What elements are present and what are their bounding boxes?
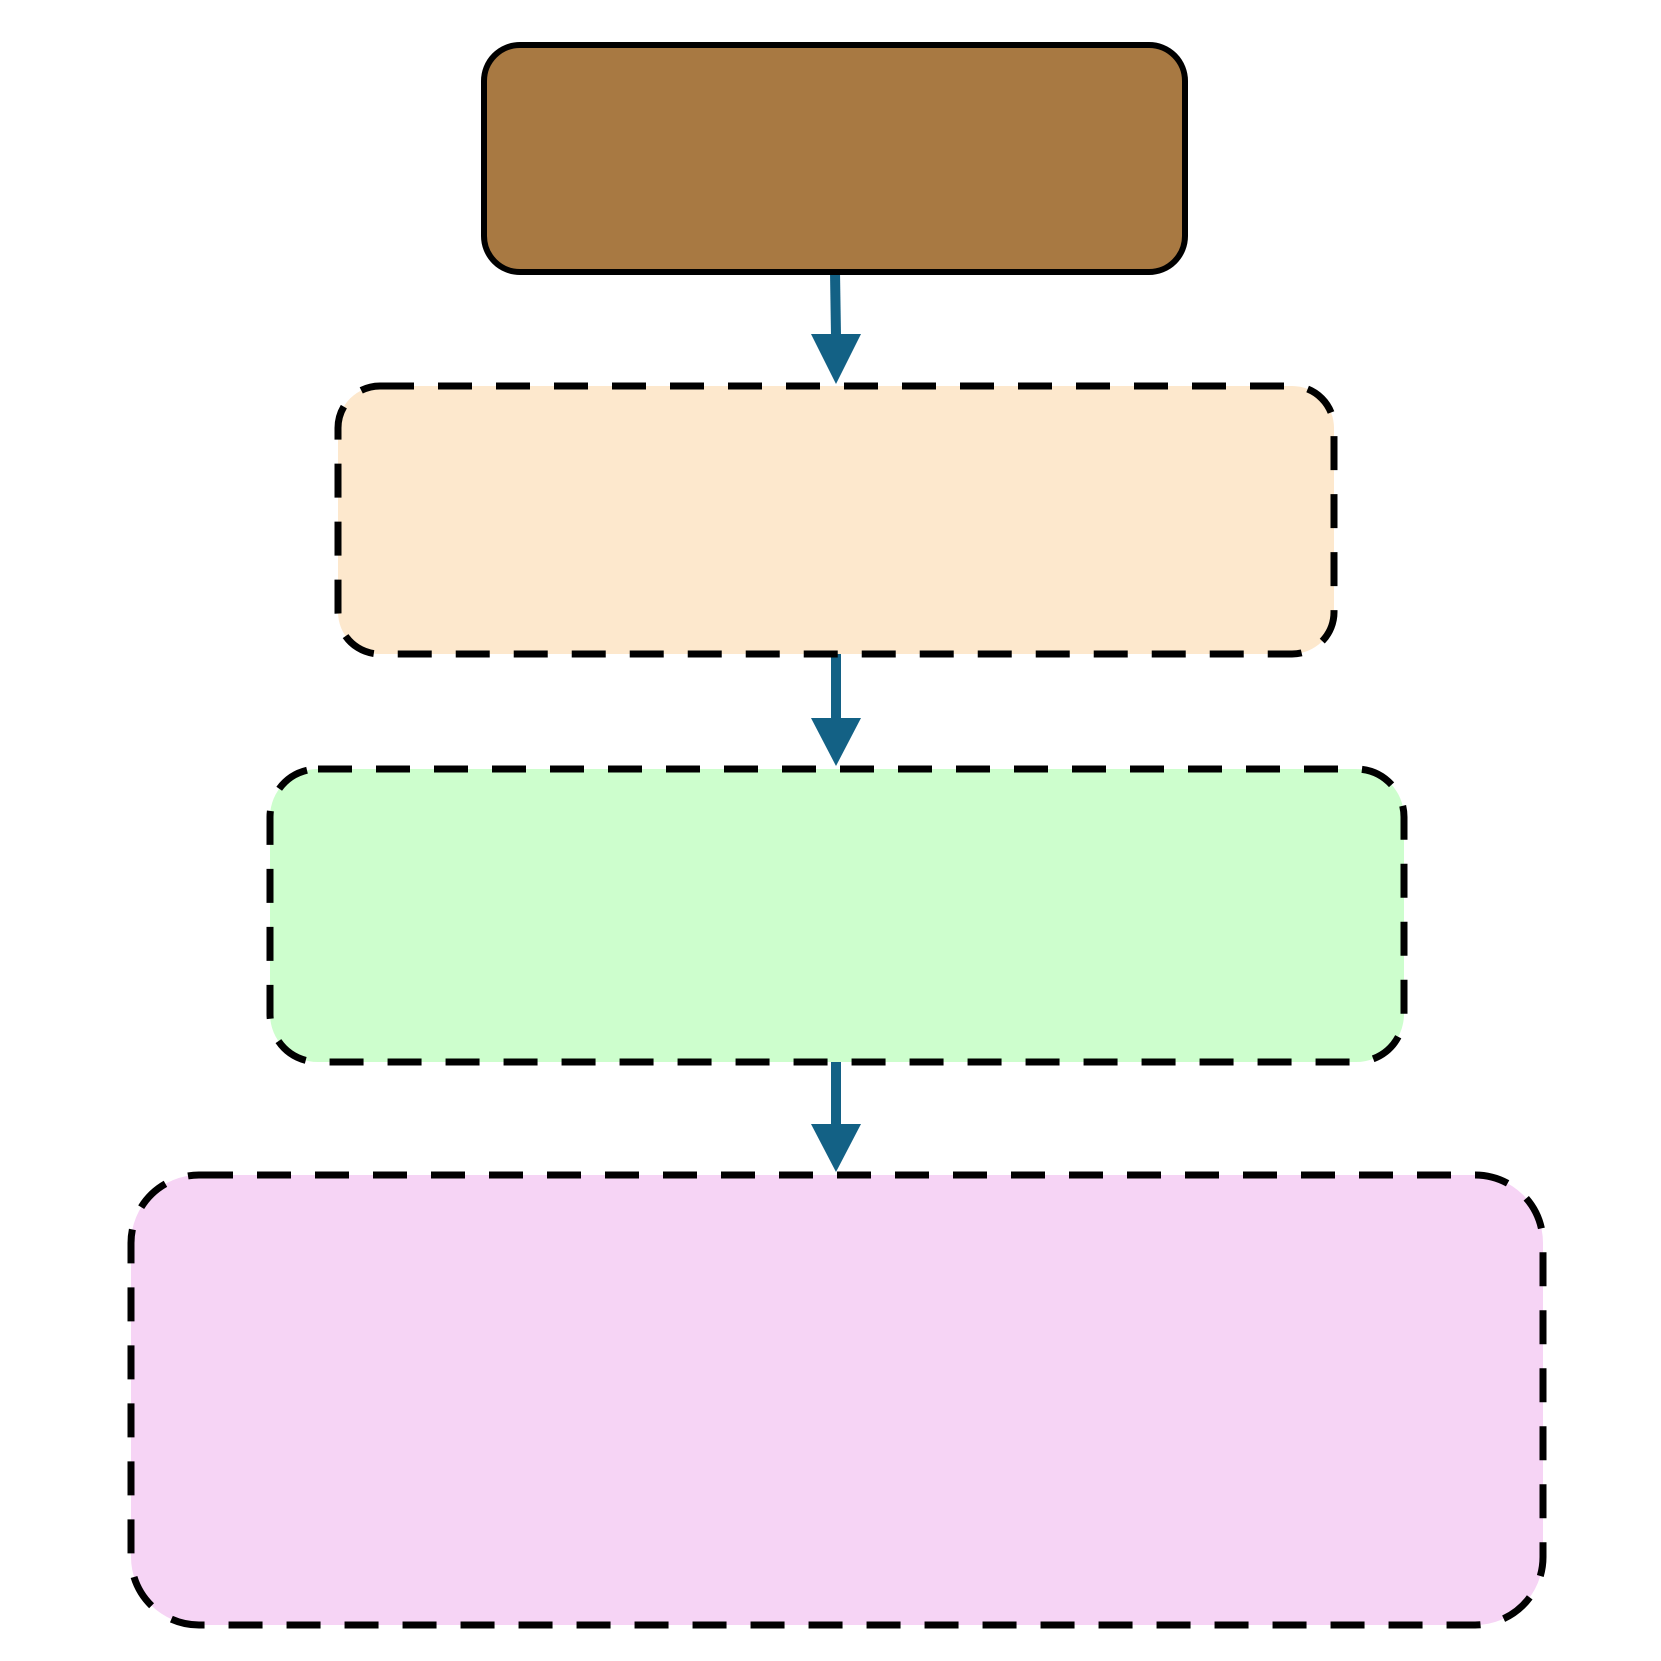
edge-arrowhead xyxy=(811,718,861,766)
node-2[interactable] xyxy=(334,382,1338,658)
node-4-box xyxy=(127,1171,1547,1629)
edge-arrowhead xyxy=(811,334,861,384)
node-3[interactable] xyxy=(266,765,1408,1066)
edge-line xyxy=(830,271,841,337)
node-4[interactable] xyxy=(127,1171,1547,1629)
edge-node-3-to-node-4 xyxy=(811,1062,861,1172)
node-1-box xyxy=(481,42,1188,275)
node-1[interactable] xyxy=(481,42,1188,275)
edge-node-1-to-node-2 xyxy=(811,271,861,384)
node-3-box xyxy=(266,765,1408,1066)
node-2-box xyxy=(334,382,1338,658)
edge-node-2-to-node-3 xyxy=(811,654,861,766)
edge-arrowhead xyxy=(811,1124,861,1172)
